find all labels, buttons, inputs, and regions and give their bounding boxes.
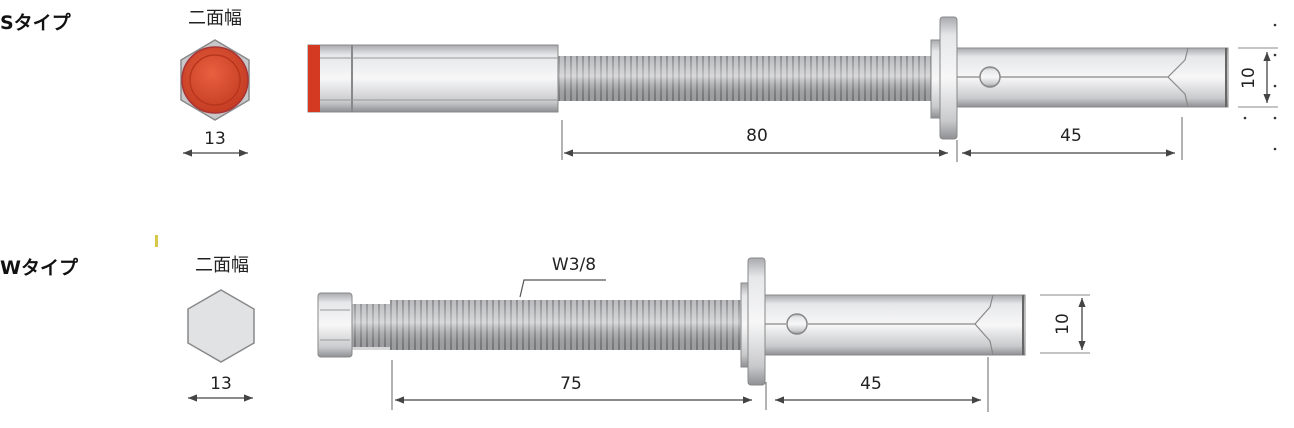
- s-across-flats-label: 二面幅: [188, 8, 242, 29]
- s-across-flats-value: 13: [204, 129, 226, 149]
- s-red-cap: [308, 45, 320, 112]
- w-across-flats-label: 二面幅: [195, 255, 249, 276]
- w-thread-length: 75: [560, 374, 582, 394]
- w-thread-spec: W3/8: [552, 255, 596, 275]
- w-diameter: 10: [1053, 313, 1073, 335]
- s-anchor-bolt: [307, 16, 1229, 140]
- s-hex-head-icon: [180, 39, 250, 121]
- s-diameter: 10: [1239, 67, 1259, 89]
- w-type-label: Wタイプ: [0, 257, 78, 279]
- s-type-label: Sタイプ: [0, 12, 71, 34]
- s-thread-length: 80: [746, 126, 768, 146]
- w-thread-spec-leader: [519, 279, 606, 298]
- w-hex-head-icon: [187, 289, 255, 363]
- s-sleeve-length: 45: [1060, 126, 1082, 146]
- w-sleeve-length: 45: [860, 374, 882, 394]
- s-dots: [1243, 23, 1277, 151]
- w-across-flats-value: 13: [210, 374, 232, 394]
- w-marker: [155, 235, 158, 247]
- w-anchor-bolt: [317, 257, 1026, 386]
